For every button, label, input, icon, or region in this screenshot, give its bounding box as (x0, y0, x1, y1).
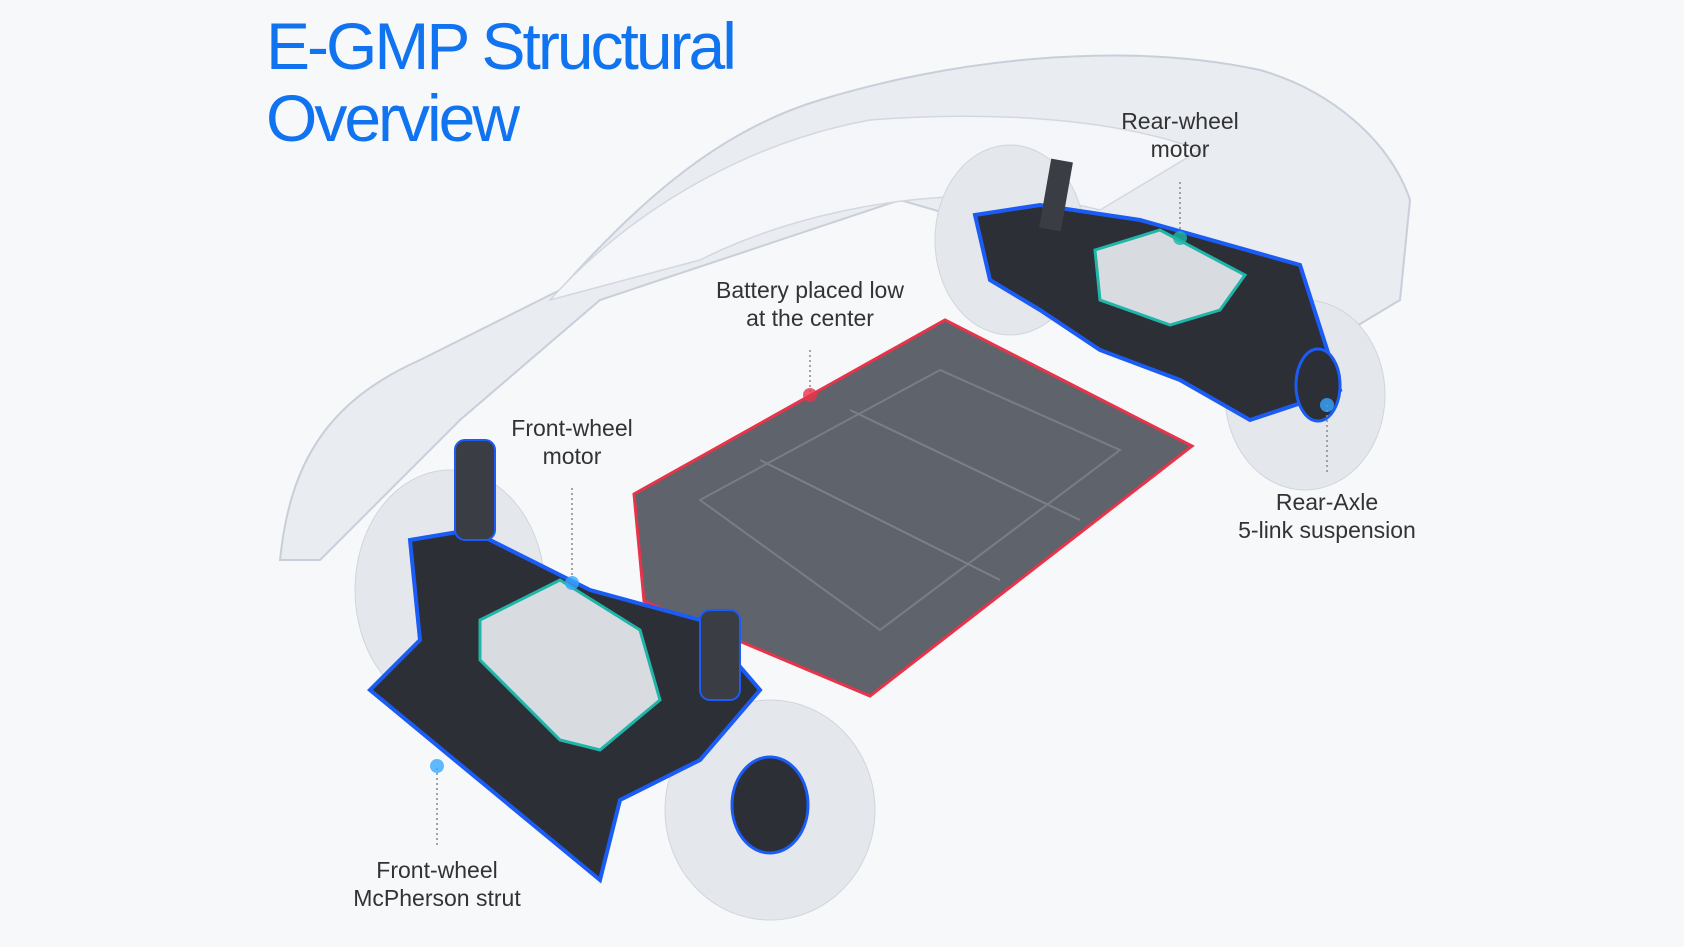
title-line-1: E-GMP Structural (266, 9, 737, 83)
label-front-strut-line1: Front-wheel (376, 857, 498, 883)
battery-marker (803, 388, 817, 402)
label-front-motor: Front-wheel motor (442, 414, 702, 470)
title-line-2: Overview (266, 81, 520, 155)
label-front-strut-line2: McPherson strut (353, 885, 521, 911)
battery-pack (632, 318, 1195, 698)
label-rear-axle-line1: Rear-Axle (1275, 489, 1379, 515)
rear-motor-marker (1173, 231, 1187, 245)
label-rear-motor-line1: Rear-wheel (1121, 108, 1239, 134)
label-front-motor-line2: motor (542, 443, 602, 469)
rear-axle-marker (1320, 398, 1334, 412)
label-rear-axle: Rear-Axle 5-link suspension (1197, 488, 1457, 544)
label-battery-line2: at the center (746, 305, 874, 331)
page-title: E-GMP Structural Overview (266, 9, 737, 155)
rear-motor (1093, 228, 1248, 327)
label-front-strut: Front-wheel McPherson strut (307, 856, 567, 912)
label-rear-motor: Rear-wheel motor (1050, 107, 1310, 163)
label-battery: Battery placed low at the center (680, 276, 940, 332)
front-strut-marker (430, 759, 444, 773)
label-battery-line1: Battery placed low (716, 277, 904, 303)
label-front-motor-line1: Front-wheel (511, 415, 633, 441)
label-rear-axle-line2: 5-link suspension (1238, 517, 1416, 543)
front-motor-marker (565, 576, 579, 590)
label-rear-motor-line2: motor (1150, 136, 1210, 162)
